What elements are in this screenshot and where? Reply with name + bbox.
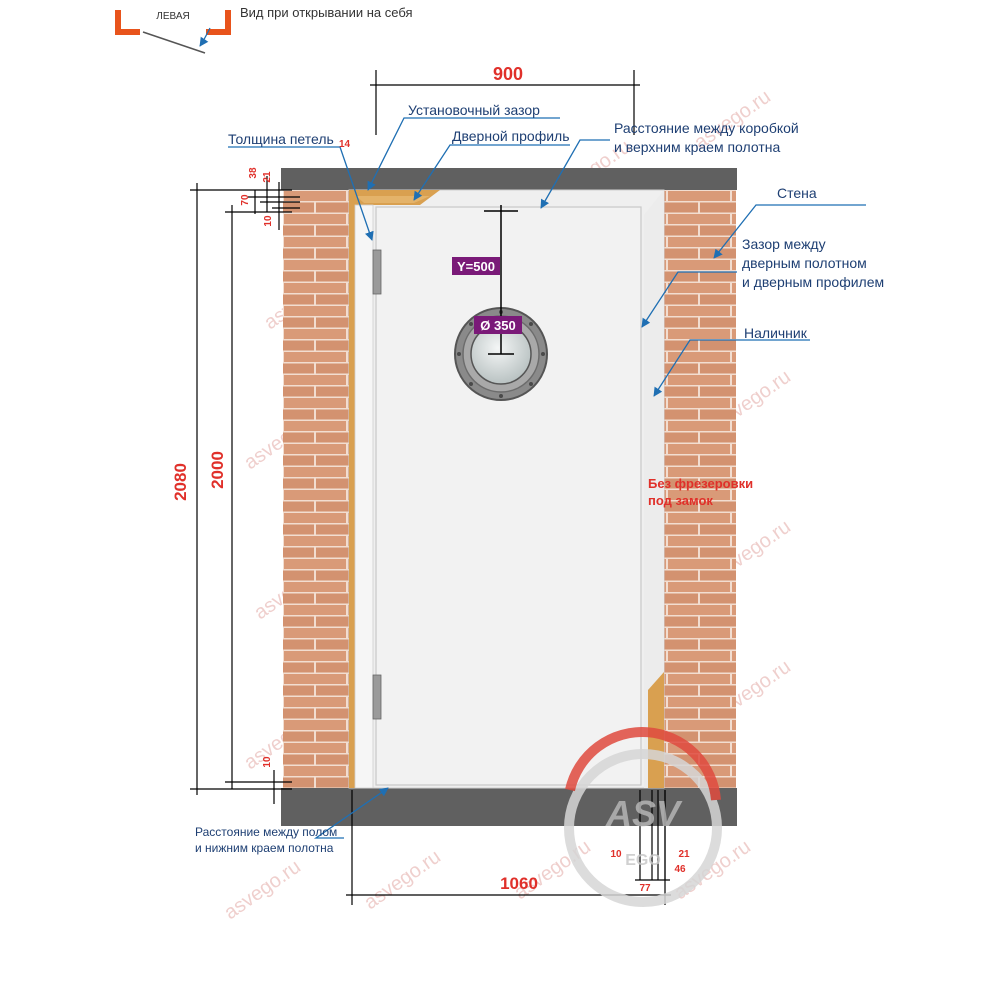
door-profile-label: Дверной профиль: [452, 128, 570, 144]
logo-sub: EGO: [625, 852, 661, 869]
hinge-thickness-label: Толщина петель: [228, 131, 334, 147]
dimension-38-label: 38: [248, 167, 259, 179]
dimension-2080: [190, 183, 292, 795]
dimension-70-label: 70: [240, 194, 251, 206]
dimension-profile-46-label: 46: [674, 864, 686, 875]
dimension-21-label: 21: [262, 171, 273, 183]
diameter-label: Ø 350: [480, 318, 515, 333]
dimension-profile-21-label: 21: [678, 849, 690, 860]
y-badge: [452, 257, 500, 275]
dimension-profile-10-label: 10: [610, 849, 622, 860]
wall-label: Стена: [777, 185, 817, 201]
dimension-2080-label: 2080: [171, 463, 190, 501]
dimension-900: [370, 70, 640, 135]
install-gap-label: Установочный зазор: [408, 102, 540, 118]
floor-gap-label-1: Расстояние между полом: [195, 825, 337, 839]
leaf-gap-label-1: Зазор между: [742, 236, 826, 252]
no-lock-label-2: под замок: [648, 493, 713, 508]
dimension-2000-label: 2000: [208, 451, 227, 489]
hinge-top: [372, 249, 382, 295]
door-leaf: [375, 206, 642, 786]
dimension-bottom-10-label: 10: [262, 756, 273, 768]
side-label: ЛЕВАЯ: [156, 11, 189, 22]
brick-wall-left: [283, 190, 349, 788]
leaf-gap-label-3: и дверным профилем: [742, 274, 884, 290]
dimension-profile-77-label: 77: [639, 883, 651, 894]
top-gap-label-1: Расстояние между коробкой: [614, 120, 799, 136]
hinge-bottom: [372, 674, 382, 720]
brick-wall-right: [664, 190, 736, 788]
watermark: asvego.ru: [360, 846, 445, 914]
floor-gap-label-2: и нижним краем полотна: [195, 841, 334, 855]
diameter-badge: [474, 316, 522, 334]
asv-logo: ASV EGO: [564, 727, 722, 907]
y-label: Y=500: [457, 259, 495, 274]
leaf-gap-label-2: дверным полотном: [742, 255, 867, 271]
no-lock-label-1: Без фрезеровки: [648, 476, 753, 491]
dimension-900-label: 900: [493, 64, 523, 84]
wall-top: [281, 168, 737, 190]
profile-dimensions: [635, 790, 670, 881]
floor-band: [281, 788, 737, 826]
logo-text: ASV: [605, 793, 683, 834]
dimension-1060-label: 1060: [500, 874, 538, 893]
leader-lines: [228, 117, 866, 839]
casing-label: Наличник: [744, 325, 808, 341]
dimension-hinge-14-label: 14: [339, 139, 351, 150]
small-top-dimensions: [248, 176, 300, 230]
opening-direction-icon: [115, 10, 231, 54]
dimension-2000: [225, 205, 292, 789]
view-label: Вид при открывании на себя: [240, 5, 413, 20]
top-gap-label-2: и верхним краем полотна: [614, 139, 780, 155]
watermark: asvego.ru: [220, 856, 305, 924]
dimension-top-10-label: 10: [263, 215, 274, 227]
